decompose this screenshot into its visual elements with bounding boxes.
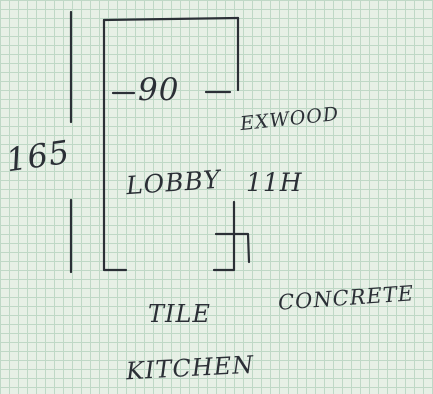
tile-label: TILE (148, 300, 211, 328)
width-dimension-label: 90 (138, 72, 180, 108)
wall-stub (212, 200, 236, 272)
room-outline-top-wall (102, 16, 240, 22)
room-outline-left-wall (102, 18, 128, 272)
stair-symbol (214, 232, 251, 264)
room-note-11h: 11H (246, 168, 303, 197)
